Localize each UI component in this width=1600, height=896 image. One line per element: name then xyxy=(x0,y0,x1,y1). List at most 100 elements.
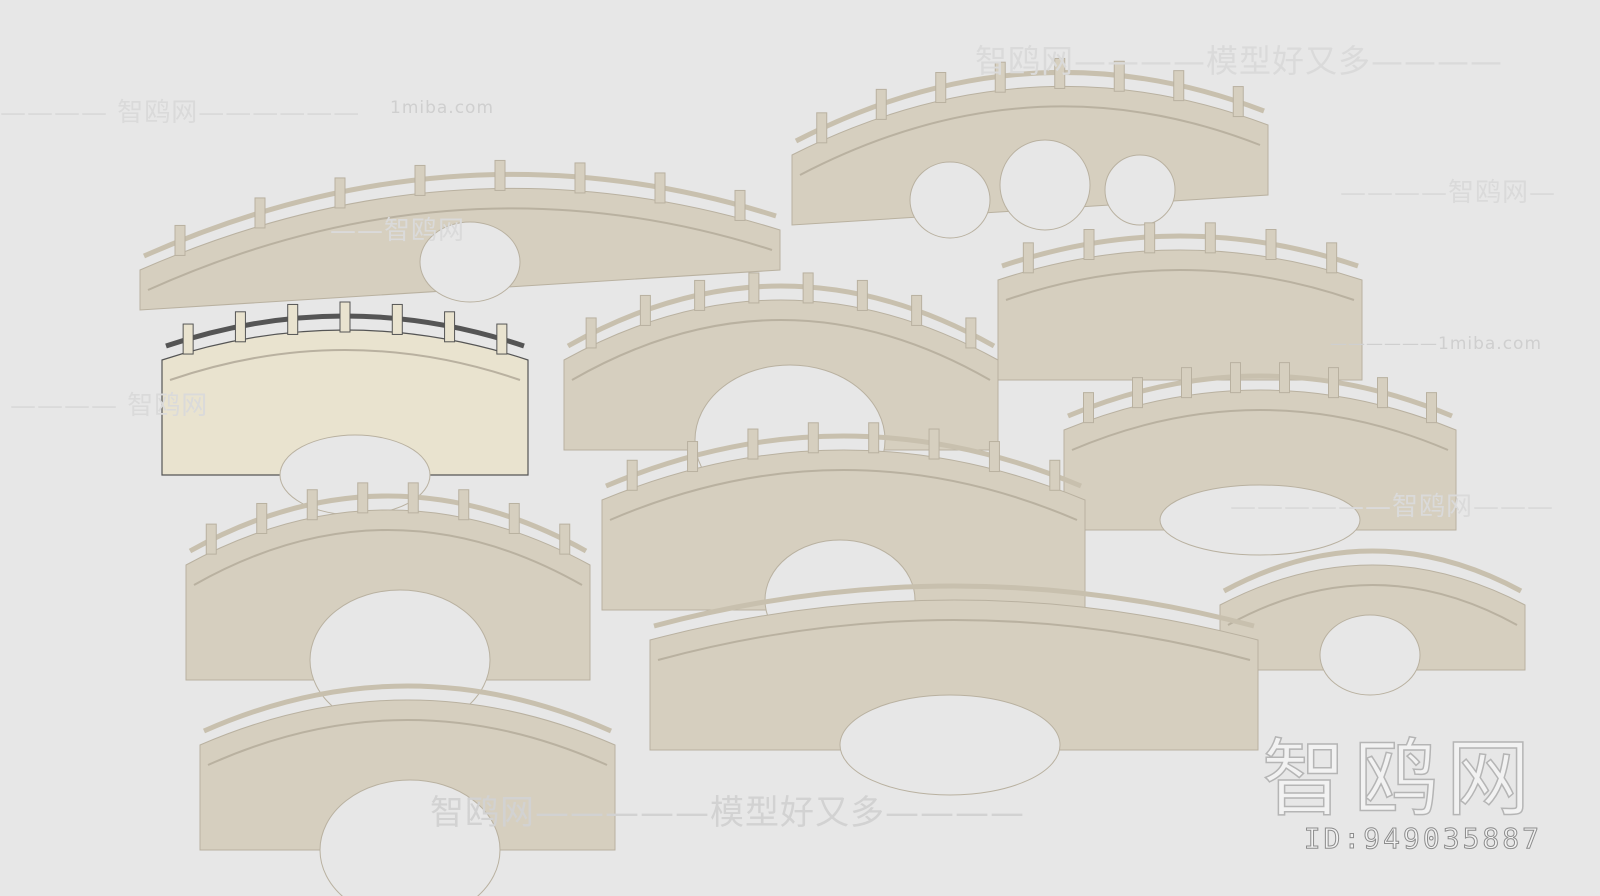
railing-post xyxy=(256,502,268,534)
railing-post xyxy=(1328,367,1339,399)
railing xyxy=(605,433,1082,489)
bridge-model xyxy=(649,583,1259,796)
railing-post xyxy=(747,428,759,460)
bridge-model xyxy=(161,301,529,516)
railing-post xyxy=(1083,229,1095,260)
railing-post xyxy=(1279,362,1290,394)
deck-edge xyxy=(207,719,608,766)
railing-post xyxy=(1132,377,1143,409)
watermark-domain-top-left: 1miba.com xyxy=(390,98,495,118)
railing-post xyxy=(357,482,369,514)
railing-post xyxy=(1204,222,1216,254)
railing-post xyxy=(496,323,508,355)
watermark-site-top-left: ———— 智鸥网—————— xyxy=(0,98,361,128)
railing xyxy=(142,171,777,259)
railing-post xyxy=(856,279,868,311)
railing-post xyxy=(1232,86,1244,118)
railing-post xyxy=(911,294,923,326)
railing-post xyxy=(287,303,299,335)
railing-post xyxy=(802,272,814,304)
railing-post xyxy=(734,189,746,221)
railing-post xyxy=(1083,392,1094,424)
bridge-arch xyxy=(909,161,991,239)
railing-post xyxy=(391,303,403,335)
bridge-arch xyxy=(279,434,431,516)
bridge-model xyxy=(199,683,616,896)
bridge-body xyxy=(997,249,1363,381)
bridge-body xyxy=(199,699,616,851)
watermark-left-mid: ———— 智鸥网 xyxy=(10,391,209,421)
deck-edge xyxy=(147,207,773,291)
railing xyxy=(566,283,996,349)
watermark-right-upper: ————智鸥网— xyxy=(1340,178,1557,208)
railing-post xyxy=(875,88,887,120)
railing xyxy=(794,69,1265,144)
deck-edge xyxy=(657,619,1251,661)
railing-post xyxy=(639,294,651,326)
bridge-arch xyxy=(419,221,521,303)
railing-post xyxy=(254,197,266,229)
railing-post xyxy=(928,428,940,460)
railing-post xyxy=(494,159,506,191)
deck-edge xyxy=(571,319,991,381)
railing-post xyxy=(1377,377,1388,409)
railing-post xyxy=(182,323,194,355)
railing xyxy=(1067,373,1453,419)
railing-post xyxy=(965,317,977,349)
watermark-big-logo: 智鸥网 xyxy=(1261,729,1538,829)
watermark-right-lower: ——————智鸥网——— xyxy=(1230,492,1555,522)
bridge-model xyxy=(997,222,1363,381)
railing-post xyxy=(1022,242,1034,274)
railing xyxy=(202,683,613,734)
railing-post xyxy=(748,272,760,304)
railing-post xyxy=(1144,222,1156,254)
deck-edge xyxy=(193,529,583,586)
bridge-model xyxy=(1063,362,1457,556)
bridge-body xyxy=(649,599,1259,751)
railing-post xyxy=(407,482,419,514)
bridge-model xyxy=(139,159,781,311)
railing-post xyxy=(458,489,470,521)
bridge-model xyxy=(1219,548,1526,696)
watermark-id-label: ID:949035887 xyxy=(1303,822,1542,856)
railing-post xyxy=(694,279,706,311)
railing-post xyxy=(1326,242,1338,274)
railing-post xyxy=(234,311,246,343)
watermark-top-center: 智鸥网————模型好又多———— xyxy=(975,42,1504,80)
railing-post xyxy=(1113,60,1125,92)
deck-edge xyxy=(799,105,1261,176)
railing-post xyxy=(988,441,1000,473)
railing-post xyxy=(585,317,597,349)
watermark-right-mid: ——————1miba.com xyxy=(1330,334,1543,354)
railing-post xyxy=(205,523,217,555)
railing-post xyxy=(807,422,819,454)
railing-post xyxy=(1181,367,1192,399)
railing-post xyxy=(654,172,666,204)
bridge-arch xyxy=(319,779,501,896)
railing-post xyxy=(1054,57,1066,89)
railing-post xyxy=(994,61,1006,93)
railing-post xyxy=(508,502,520,534)
railing-post xyxy=(1265,229,1277,260)
railing-post xyxy=(1426,392,1437,424)
railing-post xyxy=(306,489,318,521)
railing-post xyxy=(868,422,880,454)
watermark-bottom-center: 智鸥网—————模型好又多———— xyxy=(430,793,1025,833)
bridge-arch xyxy=(1104,154,1176,226)
railing-post xyxy=(444,311,456,343)
railing-post xyxy=(626,459,638,491)
railing-post xyxy=(414,164,426,196)
deck-edge xyxy=(1227,584,1518,626)
bridge-model xyxy=(791,57,1269,239)
railing-post xyxy=(1049,459,1061,491)
railing-post xyxy=(816,112,828,144)
deck-edge xyxy=(1071,409,1449,451)
railing xyxy=(1001,233,1359,269)
railing-post xyxy=(687,441,699,473)
bridge-model xyxy=(185,482,591,731)
railing xyxy=(1222,548,1523,594)
deck-edge xyxy=(1005,269,1355,301)
bridge-arch xyxy=(1319,614,1421,696)
watermark-center-upper: ——智鸥网 xyxy=(330,216,466,246)
